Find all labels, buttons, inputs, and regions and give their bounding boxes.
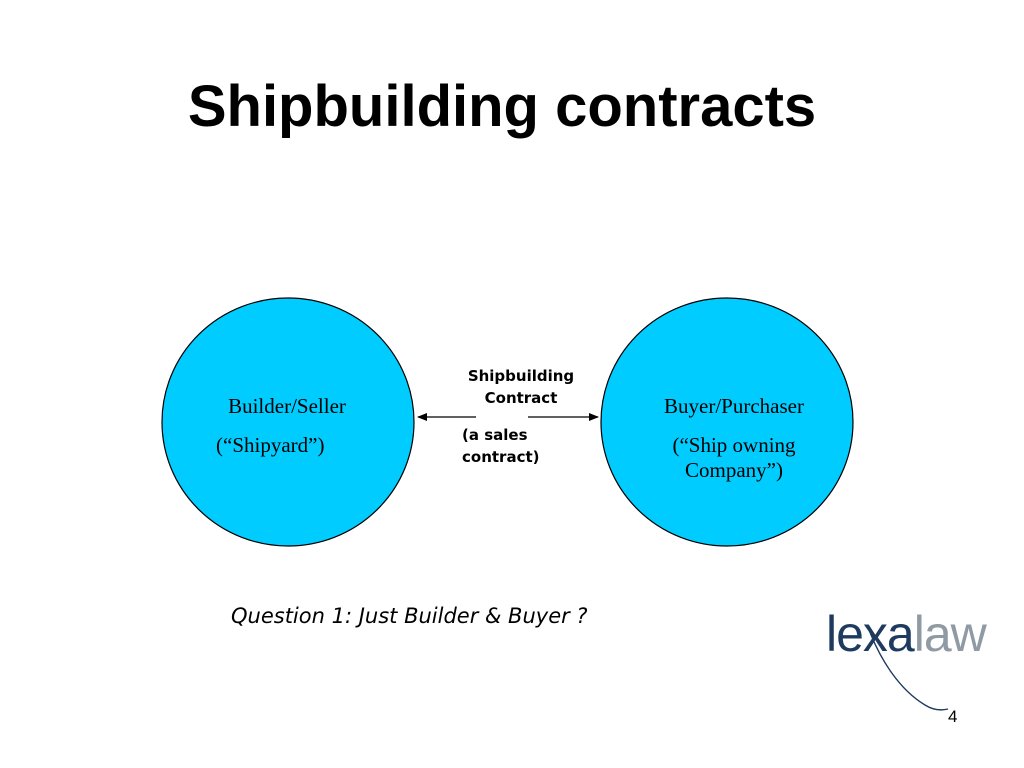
slide-title: Shipbuilding contracts <box>187 74 817 139</box>
buyer-node <box>600 297 854 547</box>
lexalaw-logo: lexalaw <box>820 605 1000 725</box>
builder-label: Builder/Seller <box>228 394 346 418</box>
page-number: 4 <box>948 707 958 726</box>
builder-node <box>161 297 415 547</box>
buyer-label: Buyer/Purchaser <box>664 394 804 418</box>
contract-sublabel: (a sales contract) <box>462 426 540 466</box>
builder-sublabel: (“Shipyard”) <box>216 433 325 457</box>
contract-label: Shipbuilding Contract <box>467 367 575 407</box>
builder-node-text: Builder/Seller (“Shipyard”) <box>187 394 387 472</box>
buyer-sublabel: (“Ship owning Company”) <box>672 433 796 482</box>
buyer-node-text: Buyer/Purchaser (“Ship owning Company”) <box>634 394 834 497</box>
logo-swoosh <box>867 626 949 711</box>
question-text: Question 1: Just Builder & Buyer ? <box>231 604 588 628</box>
logo-text-light: law <box>913 606 987 662</box>
